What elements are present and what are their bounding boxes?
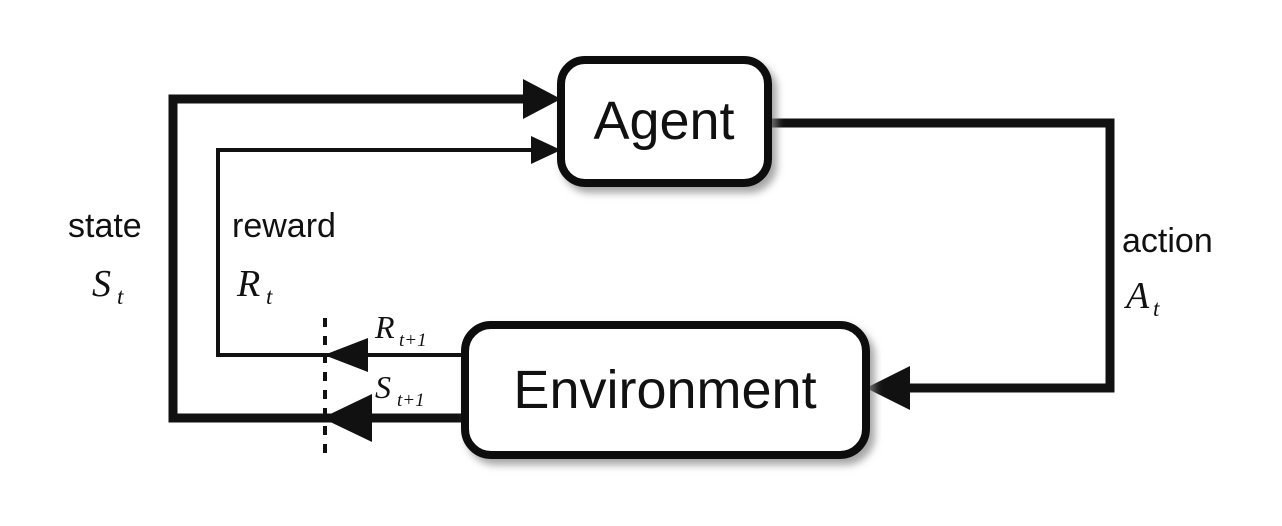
action-arrowhead-environment: [866, 366, 910, 410]
state-arrowhead-agent: [523, 79, 561, 119]
label-reward-next: R t+1: [374, 309, 427, 351]
label-state: state S t: [68, 207, 142, 309]
state-next-symbol-label: S: [375, 369, 391, 405]
label-state-next: S t+1: [375, 369, 425, 411]
reward-next-symbol-label: R: [374, 309, 395, 345]
node-environment[interactable]: Environment: [461, 321, 870, 459]
reward-word-label: reward: [232, 207, 336, 245]
reward-symbol-subscript: t: [266, 284, 273, 309]
action-forward-line: [768, 118, 1115, 393]
reward-arrowhead-agent: [531, 136, 561, 164]
action-word-label: action: [1122, 222, 1213, 260]
state-symbol-subscript: t: [117, 284, 124, 309]
reward-arrowhead-divider: [324, 338, 368, 372]
edge-state-feedback: [168, 79, 561, 442]
state-feedback-line: [168, 94, 535, 423]
state-next-subscript: t+1: [397, 390, 425, 411]
action-symbol-subscript: t: [1153, 296, 1160, 321]
label-action: action A t: [1122, 222, 1213, 321]
state-symbol-label: S: [92, 263, 111, 305]
node-agent[interactable]: Agent: [557, 56, 772, 187]
agent-box[interactable]: [557, 56, 772, 187]
reward-symbol-label: R: [236, 263, 260, 305]
environment-label: Environment: [513, 360, 816, 420]
state-word-label: state: [68, 207, 142, 245]
state-arrowhead-divider: [322, 394, 372, 442]
environment-box[interactable]: [461, 321, 870, 459]
edge-reward-feedback: [216, 136, 561, 372]
reward-next-subscript: t+1: [399, 330, 427, 351]
edge-action-forward: [768, 118, 1115, 410]
action-symbol-label: A: [1123, 275, 1150, 317]
label-reward: reward R t: [232, 207, 336, 309]
agent-label: Agent: [593, 91, 734, 151]
